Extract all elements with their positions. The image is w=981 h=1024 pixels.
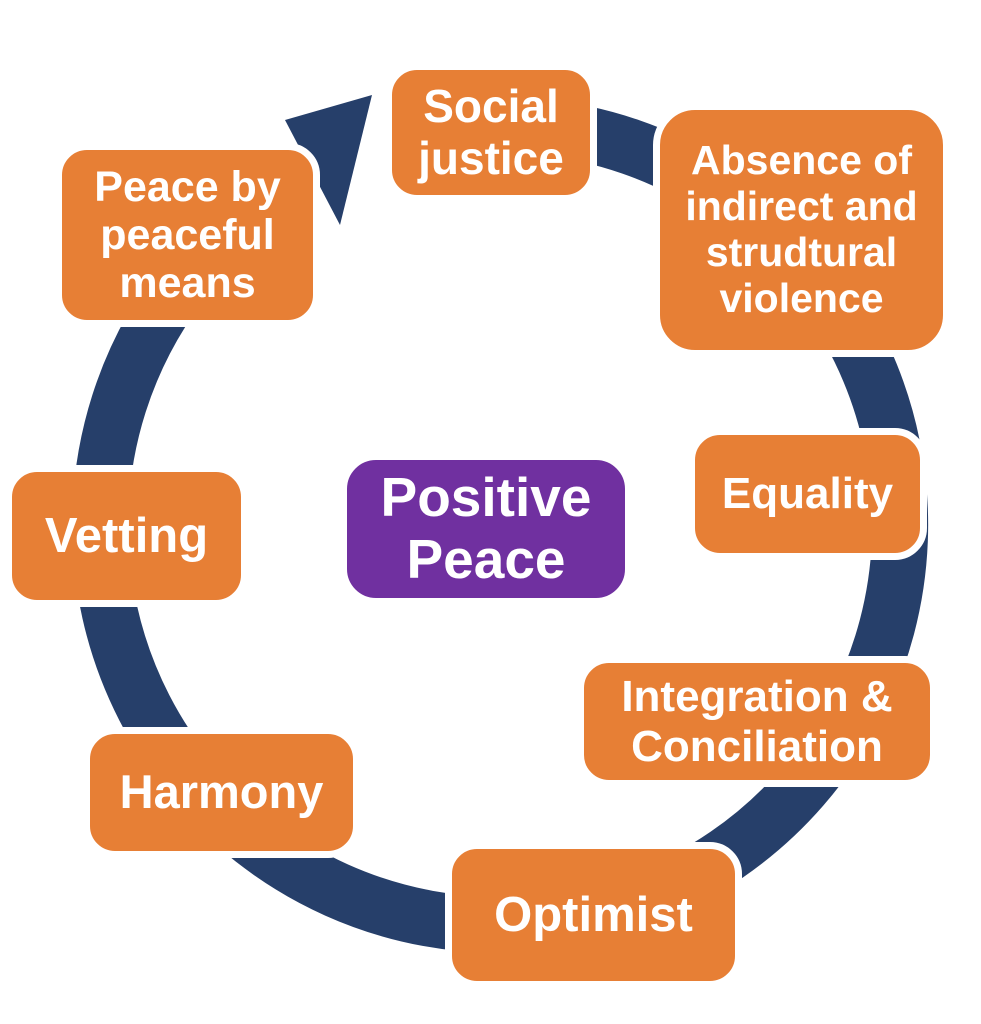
node-vetting: Vetting bbox=[5, 465, 248, 607]
node-peace-by-peaceful-means: Peace by peaceful means bbox=[55, 143, 320, 327]
node-absence-violence: Absence of indirect and strudtural viole… bbox=[653, 103, 950, 357]
node-equality: Equality bbox=[688, 428, 927, 560]
node-harmony-label: Harmony bbox=[119, 765, 324, 819]
cycle-arrowhead-icon bbox=[285, 95, 372, 225]
node-social-justice-label: Social justice bbox=[418, 79, 564, 184]
node-integration-conciliation-label: Integration & Conciliation bbox=[621, 672, 893, 771]
node-harmony: Harmony bbox=[83, 727, 360, 858]
node-absence-violence-label: Absence of indirect and strudtural viole… bbox=[685, 137, 918, 321]
node-optimist: Optimist bbox=[445, 842, 742, 988]
node-optimist-label: Optimist bbox=[494, 887, 693, 942]
node-vetting-label: Vetting bbox=[44, 508, 209, 563]
node-center-positive-peace-label: Positive Peace bbox=[380, 466, 592, 590]
node-social-justice: Social justice bbox=[385, 63, 597, 202]
node-equality-label: Equality bbox=[721, 469, 894, 519]
node-integration-conciliation: Integration & Conciliation bbox=[577, 656, 937, 787]
node-center-positive-peace: Positive Peace bbox=[340, 453, 632, 605]
node-peace-by-peaceful-means-label: Peace by peaceful means bbox=[94, 162, 281, 308]
